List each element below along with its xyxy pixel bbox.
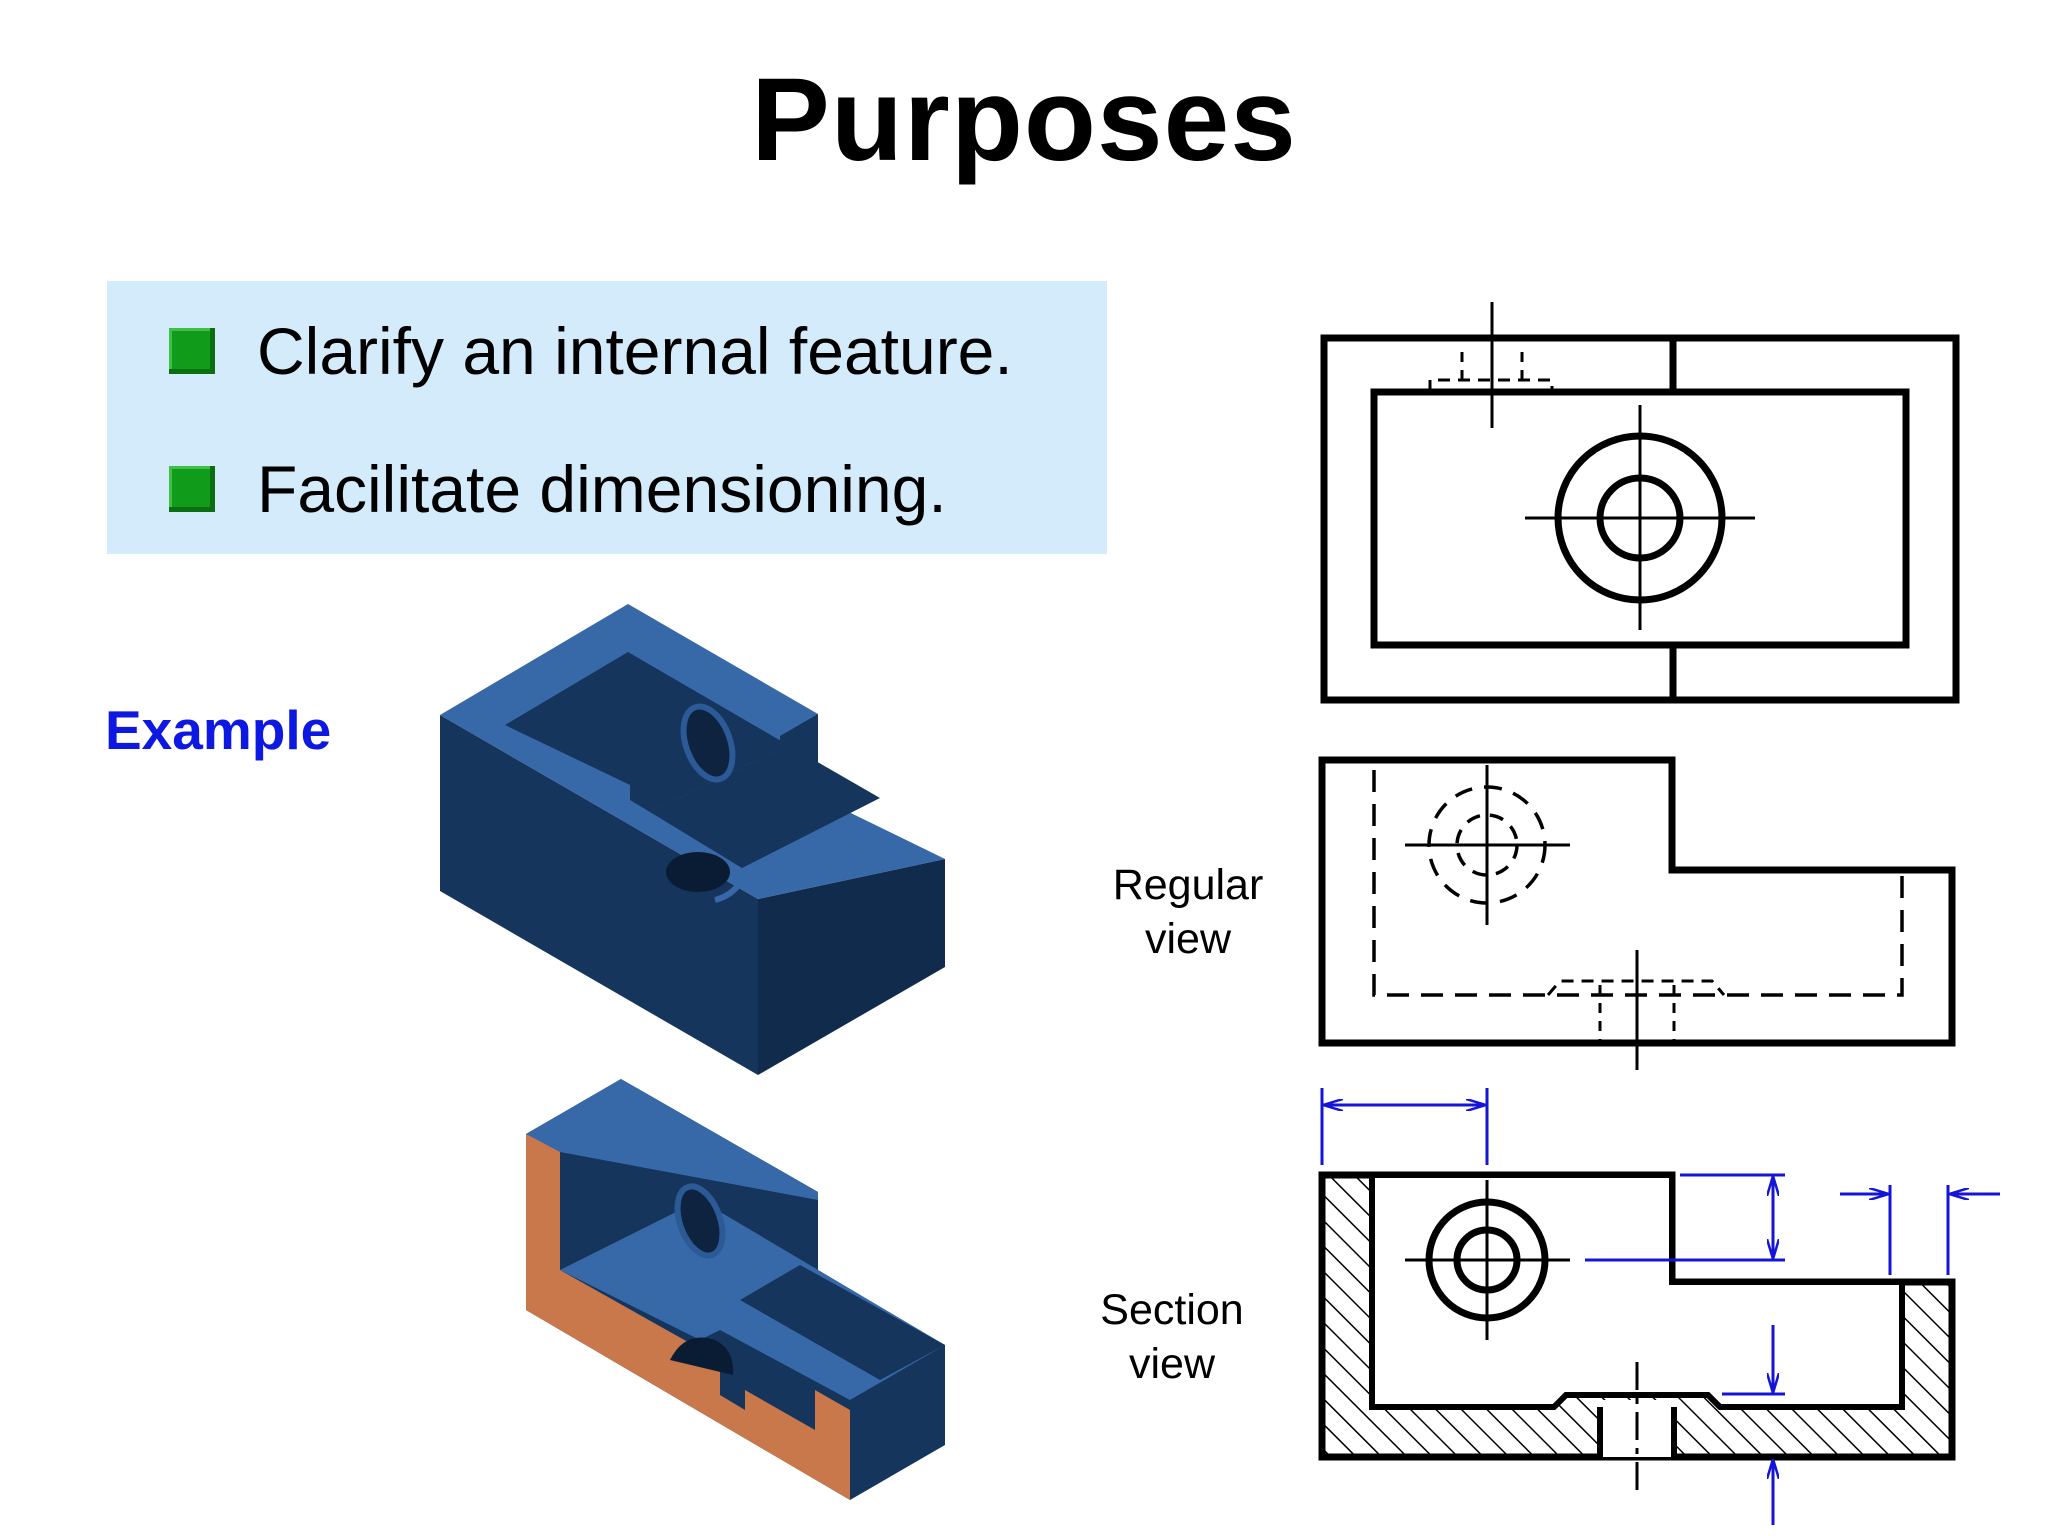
section-view-drawing [1318, 1171, 1956, 1490]
green-square-bullet-icon [169, 466, 215, 512]
bullet-list-box: Clarify an internal feature. Facilitate … [107, 281, 1107, 554]
regular-view-label-line2: view [1144, 915, 1232, 963]
slide-title: Purposes [751, 54, 1297, 186]
bullet-text: Facilitate dimensioning. [257, 452, 947, 526]
top-view-drawing [1320, 302, 1960, 704]
section-view-label-line2: view [1128, 1340, 1216, 1388]
example-label: Example [105, 699, 332, 761]
section-view-label-line1: Section [1100, 1286, 1244, 1334]
regular-view-drawing [1318, 756, 1956, 1070]
bullet-item: Clarify an internal feature. [169, 313, 1013, 389]
isometric-solid-full [440, 604, 945, 1075]
dimension-lines [1320, 1088, 2000, 1525]
bullet-item: Facilitate dimensioning. [169, 451, 947, 527]
regular-view-label: Regular view [1098, 858, 1278, 966]
section-view-label: Section view [1082, 1283, 1262, 1391]
regular-view-label-line1: Regular [1112, 861, 1264, 909]
green-square-bullet-icon [169, 328, 215, 374]
isometric-solid-section [526, 1079, 945, 1500]
bullet-text: Clarify an internal feature. [257, 314, 1013, 388]
